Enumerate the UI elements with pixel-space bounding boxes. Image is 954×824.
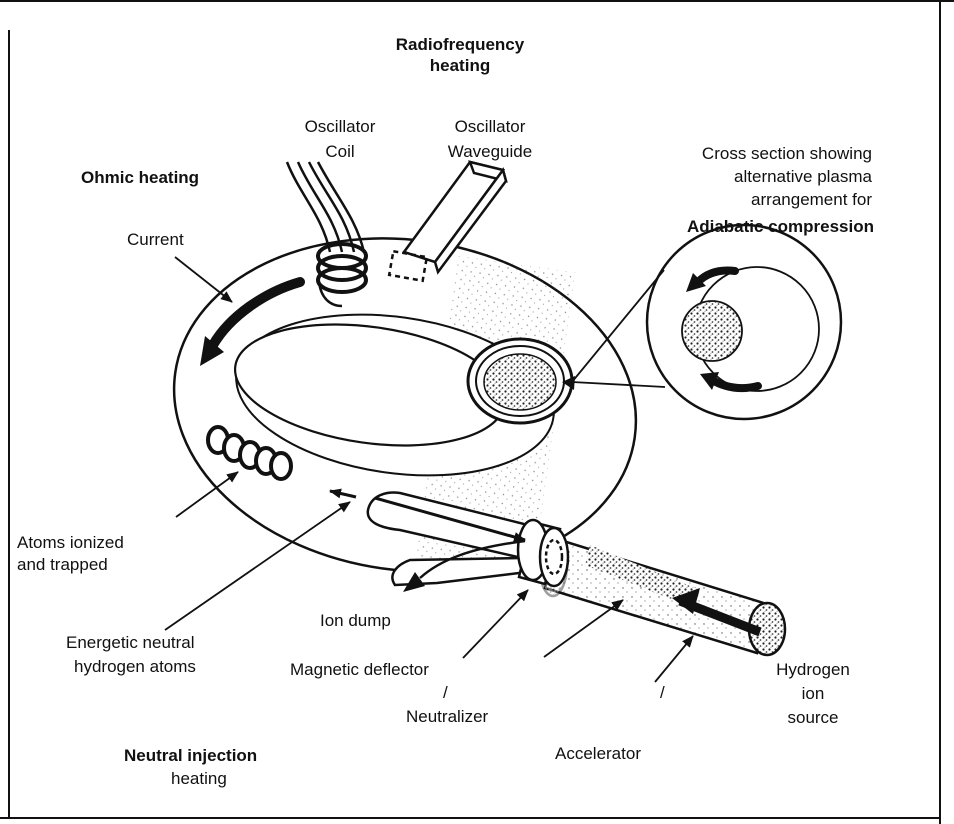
- cross-section-label-3: arrangement for: [600, 189, 872, 210]
- hydrogen-source-label-3: source: [758, 707, 868, 728]
- cross-section-label-1: Cross section showing: [600, 143, 872, 164]
- oscillator-coil-label-1: Oscillator: [280, 116, 400, 137]
- accelerator-slash: /: [660, 682, 665, 703]
- adiabatic-compression-label: Adiabatic compression: [600, 216, 874, 237]
- magnetic-deflector-label: Magnetic deflector: [290, 659, 429, 680]
- ion-dump-label: Ion dump: [320, 610, 391, 631]
- neutral-injection-label: Neutral injection: [124, 745, 257, 766]
- atoms-ionized-label-2: and trapped: [17, 554, 108, 575]
- torus: [152, 209, 657, 600]
- rf-heading-line2: heating: [370, 55, 550, 76]
- accelerator-label: Accelerator: [555, 743, 641, 764]
- current-label: Current: [127, 229, 184, 250]
- neutralizer-label: Neutralizer: [406, 706, 488, 727]
- hydrogen-source-label-1: Hydrogen: [758, 659, 868, 680]
- oscillator-coil-label-2: Coil: [280, 141, 400, 162]
- oscillator-waveguide-label-2: Waveguide: [420, 141, 560, 162]
- energetic-neutral-label-1: Energetic neutral: [66, 632, 195, 653]
- adiabatic-inset: [647, 225, 841, 419]
- oscillator-waveguide-label-1: Oscillator: [420, 116, 560, 137]
- ohmic-heating-label: Ohmic heating: [81, 167, 199, 188]
- neutral-injection-heating-label: heating: [171, 768, 227, 789]
- rf-heading-line1: Radiofrequency: [370, 34, 550, 55]
- energetic-neutral-label-2: hydrogen atoms: [74, 656, 196, 677]
- torus-cross-section: [468, 339, 572, 423]
- neutralizer-slash: /: [443, 682, 448, 703]
- cross-section-label-2: alternative plasma: [600, 166, 872, 187]
- atoms-ionized-label-1: Atoms ionized: [17, 532, 124, 553]
- neutralizer-ring: [518, 520, 568, 586]
- hydrogen-source-label-2: ion: [758, 683, 868, 704]
